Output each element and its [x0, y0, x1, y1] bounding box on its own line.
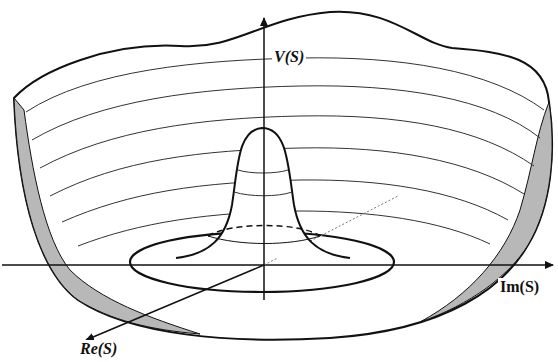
- hump-contours: [234, 170, 292, 196]
- central-hump-outline: [176, 128, 350, 258]
- v-axis: [263, 18, 265, 300]
- im-axis: [2, 264, 553, 266]
- axis-label: Re(S): [78, 340, 119, 358]
- re-axis: [86, 265, 264, 340]
- axis-label: V(S): [272, 48, 306, 66]
- bowl-wall-right: [420, 102, 552, 322]
- bowl-outline: [14, 12, 552, 340]
- central-hump: [176, 128, 350, 258]
- axis-label: Im(S): [498, 278, 541, 296]
- bowl-wall-left: [14, 98, 200, 334]
